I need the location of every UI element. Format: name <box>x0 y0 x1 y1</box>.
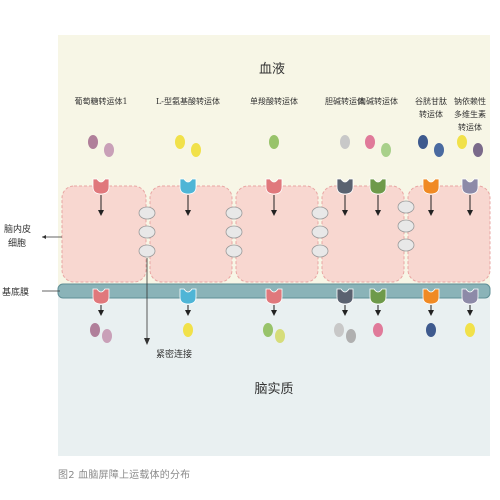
transporter-apical <box>461 178 479 195</box>
substrate-dot <box>183 323 193 337</box>
substrate-dot <box>263 323 273 337</box>
endothelial-label-line1: 脑内皮 <box>4 223 31 235</box>
tight-junctions <box>138 200 415 258</box>
transporter-label: 谷胱甘肽 <box>415 96 447 106</box>
substrate-dot <box>269 135 279 149</box>
arrow-head <box>185 210 191 216</box>
blood-label: 血液 <box>259 62 285 77</box>
endothelial-cells <box>61 185 491 283</box>
transporter: 胆碱转运体 <box>325 96 365 343</box>
arrow-head <box>375 210 381 216</box>
substrate-dot <box>104 143 114 157</box>
transporter-label: L-型氨基酸转运体 <box>156 96 220 106</box>
substrate-dot <box>88 135 98 149</box>
transporter-basal <box>461 288 479 305</box>
substrate-dot <box>191 143 201 157</box>
transporter-label: 单羧酸转运体 <box>250 96 298 106</box>
endothelial-cell <box>235 185 319 283</box>
substrate-dot <box>365 135 375 149</box>
transporter: 葡萄糖转运体1 <box>74 96 128 343</box>
basement-label: 基底膜 <box>2 286 29 298</box>
transporter-basal <box>422 288 440 305</box>
transporter-apical <box>265 178 283 195</box>
figure-caption: 图2 血脑屏障上运载体的分布 <box>58 470 191 481</box>
substrate-dot <box>175 135 185 149</box>
transporter-apical <box>422 178 440 195</box>
arrow-head <box>428 210 434 216</box>
tight-junction-label: 紧密连接 <box>156 348 192 360</box>
transporter: 单羧酸转运体 <box>250 96 298 343</box>
transporter-apical <box>336 178 354 195</box>
endothelial-label-line2: 细胞 <box>8 237 26 249</box>
transporter-basal <box>92 288 110 305</box>
substrate-dot <box>334 323 344 337</box>
transporter: 肉碱转运体 <box>358 96 398 337</box>
arrow-head <box>467 310 473 316</box>
arrow-head <box>271 210 277 216</box>
arrow-head <box>342 210 348 216</box>
transporter-apical <box>92 178 110 195</box>
endothelial-cell <box>149 185 233 283</box>
substrate-dot <box>465 323 475 337</box>
transporter: L-型氨基酸转运体 <box>156 96 220 337</box>
endothelial-cell <box>321 185 405 283</box>
transporter-label: 转运体 <box>458 122 482 132</box>
substrate-dot <box>418 135 428 149</box>
brain-label: 脑实质 <box>254 382 293 397</box>
transporter-label: 胆碱转运体 <box>325 96 365 106</box>
transporter-basal <box>336 288 354 305</box>
substrate-dot <box>90 323 100 337</box>
arrow-head <box>375 310 381 316</box>
arrow-head <box>271 310 277 316</box>
substrate-dot <box>473 143 483 157</box>
transporter-label: 葡萄糖转运体1 <box>74 96 127 106</box>
transporter-label: 钠依赖性 <box>454 96 486 106</box>
substrate-dot <box>340 135 350 149</box>
transporter-basal <box>369 288 387 305</box>
endothelial-cell <box>61 185 147 283</box>
substrate-dot <box>346 329 356 343</box>
arrow-head <box>428 310 434 316</box>
arrow-head <box>98 310 104 316</box>
endothelial-cell <box>407 185 491 283</box>
transporter-apical <box>369 178 387 195</box>
substrate-dot <box>434 143 444 157</box>
substrate-dot <box>381 143 391 157</box>
substrate-dot <box>102 329 112 343</box>
substrate-dot <box>457 135 467 149</box>
substrate-dot <box>373 323 383 337</box>
substrate-dot <box>275 329 285 343</box>
arrow-head <box>185 310 191 316</box>
transporter-basal <box>265 288 283 305</box>
transporter-basal <box>179 288 197 305</box>
arrow-head <box>467 210 473 216</box>
arrow-head <box>342 310 348 316</box>
transporter-apical <box>179 178 197 195</box>
substrate-dot <box>426 323 436 337</box>
transporter-label: 转运体 <box>419 109 443 119</box>
transporter-label: 肉碱转运体 <box>358 96 398 106</box>
arrow-head <box>98 210 104 216</box>
transporter-label: 多维生素 <box>454 109 486 119</box>
